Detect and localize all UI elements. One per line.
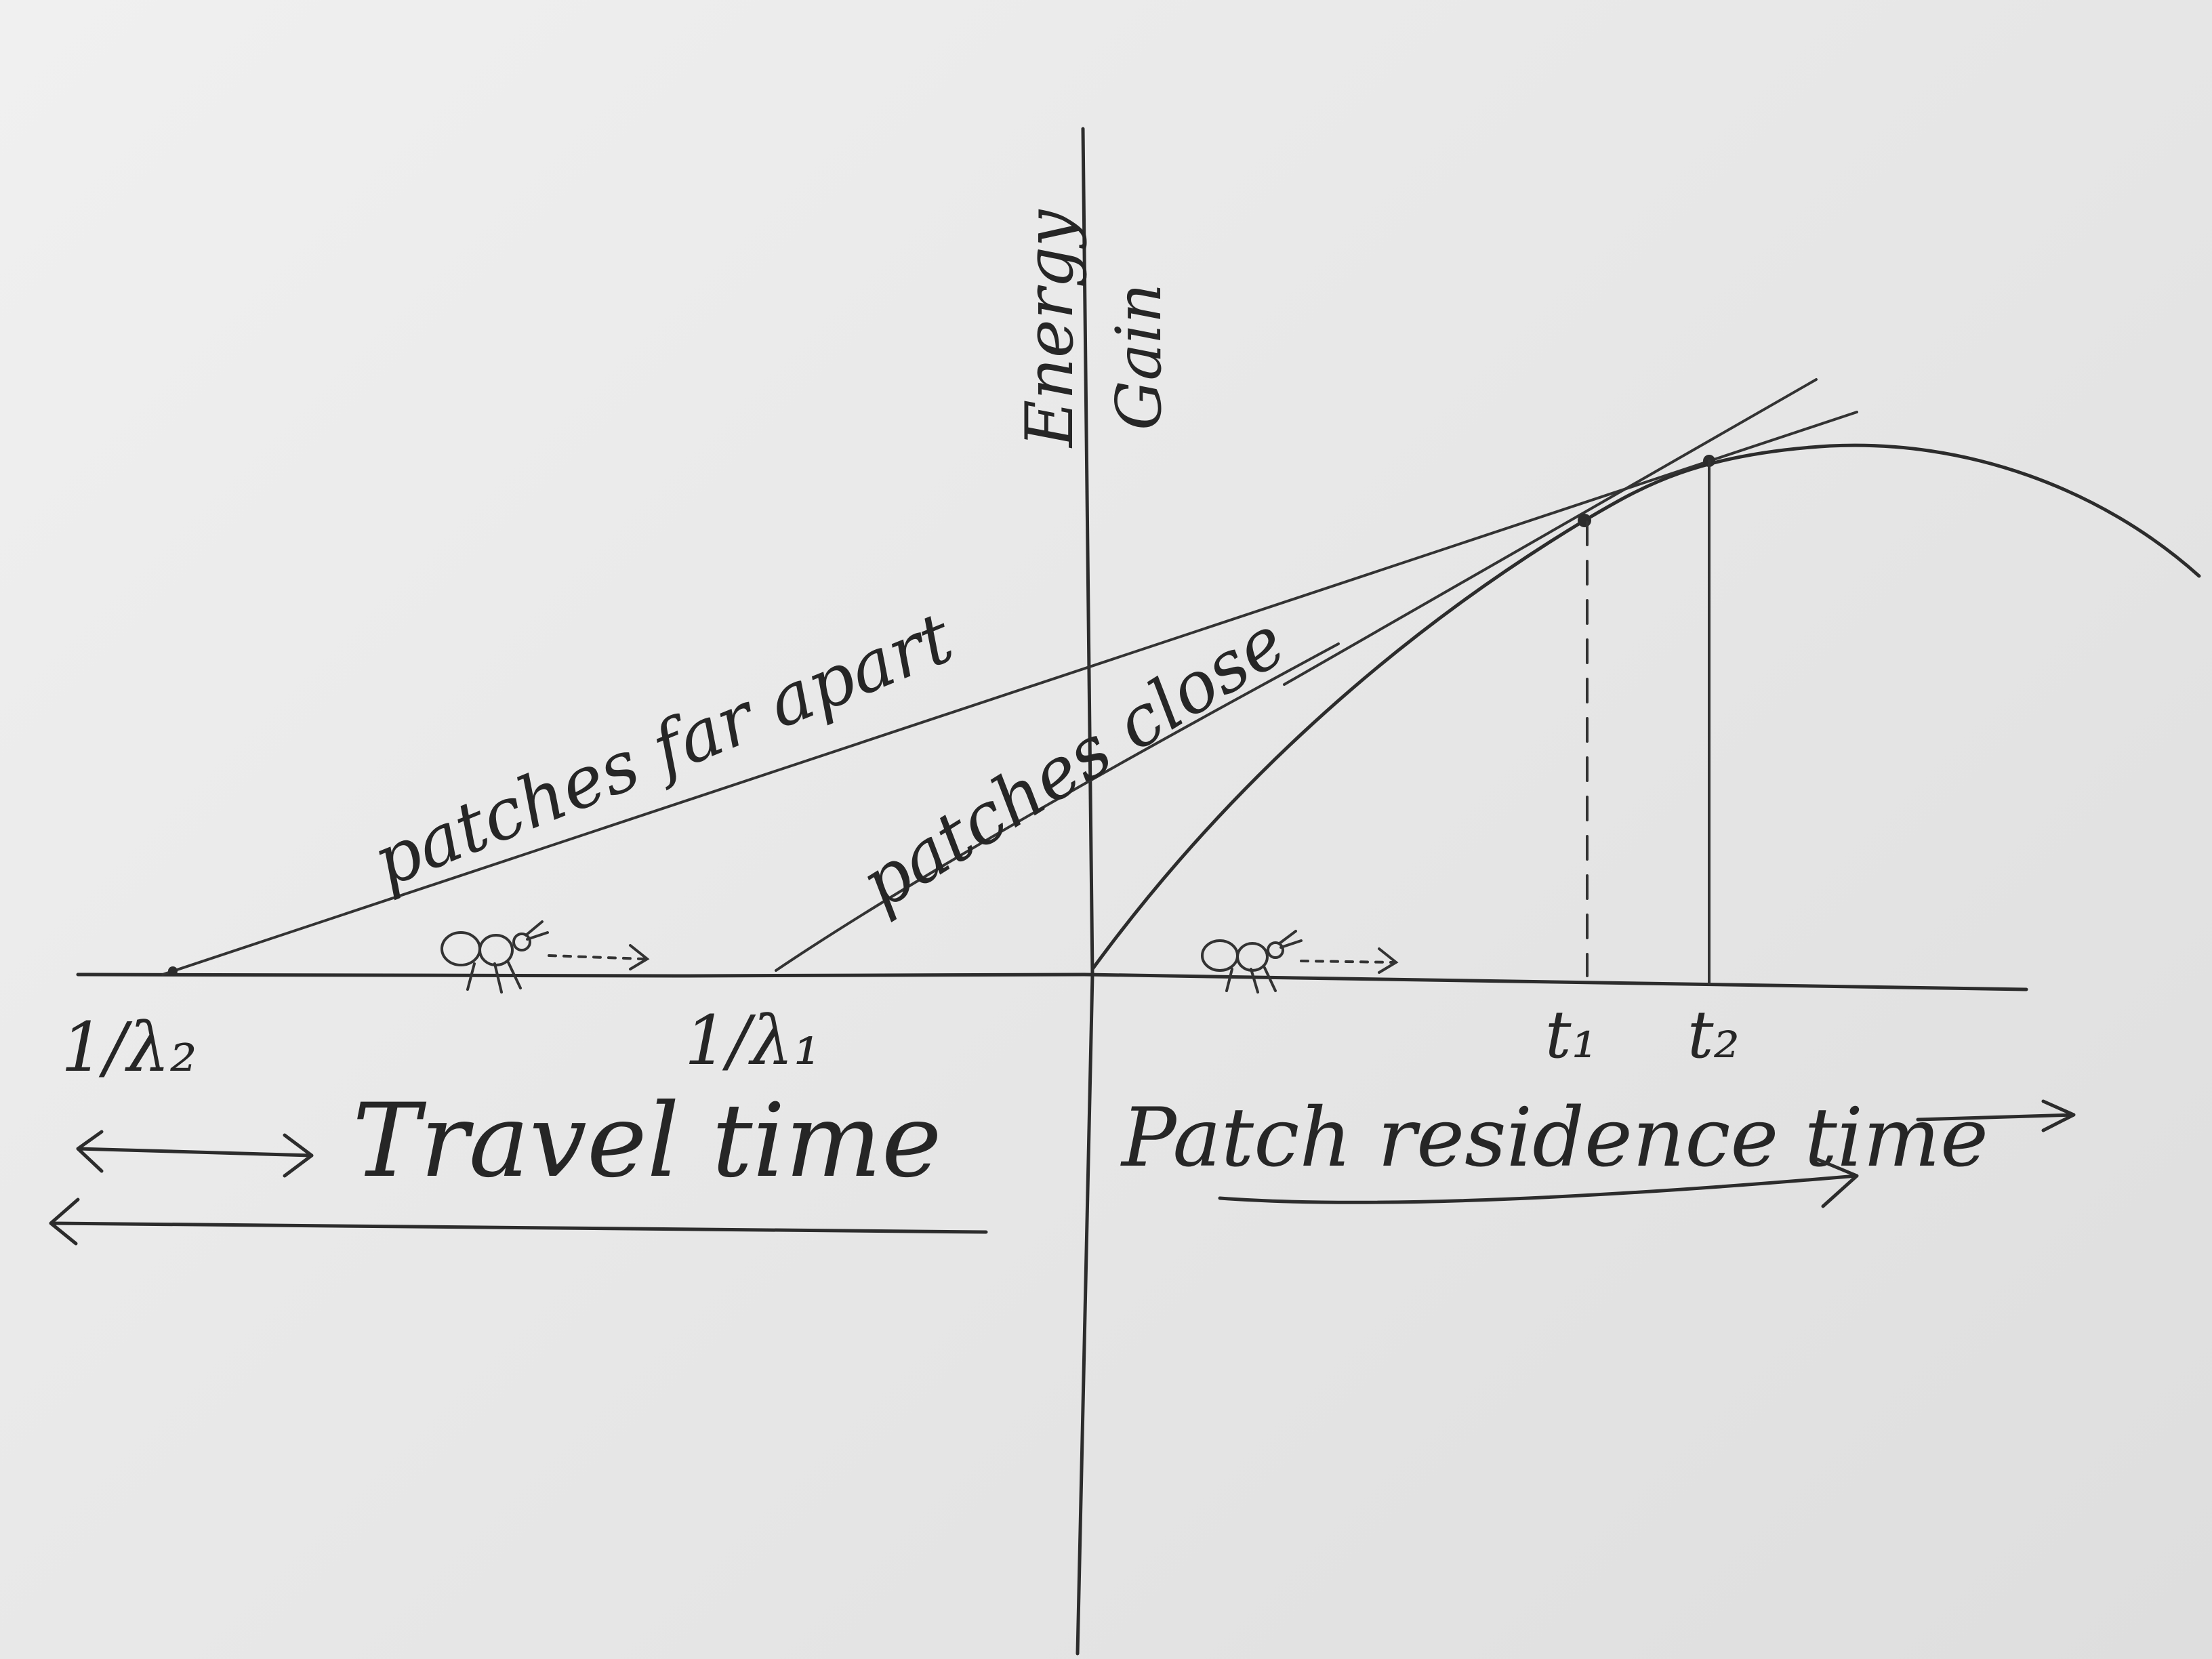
y-axis-label-gain: Gain xyxy=(1103,283,1175,430)
ant-icon xyxy=(441,920,549,994)
dotted-arrowhead-left xyxy=(629,944,650,970)
gain-curve xyxy=(1090,443,2201,971)
tangent-far-apart xyxy=(161,411,1858,976)
residence-long-arrow xyxy=(1218,1157,1859,1208)
dotted-arrow-left xyxy=(548,954,645,960)
residence-time-label: Patch residence time xyxy=(1120,1091,1988,1185)
tick-label-t1: t₁ xyxy=(1545,997,1597,1073)
dotted-arrow-right xyxy=(1300,960,1394,964)
tick-label-t2: t₂ xyxy=(1687,997,1740,1073)
x-axis xyxy=(76,972,2028,991)
tangent-close xyxy=(775,642,1340,972)
dotted-arrowhead-right xyxy=(1378,947,1399,974)
tick-label-one-over-lambda2: 1/λ₂ xyxy=(61,1008,197,1087)
travel-long-arrow xyxy=(49,1197,988,1246)
ant-icon xyxy=(1201,930,1303,994)
origin-mark xyxy=(168,966,178,976)
tick-label-one-over-lambda1: 1/λ₁ xyxy=(684,1001,821,1080)
tangent-point-t1 xyxy=(1578,514,1591,527)
travel-time-label: Travel time xyxy=(352,1082,942,1200)
tangent-close-extended xyxy=(1283,378,1818,686)
travel-short-double-arrow xyxy=(76,1130,314,1178)
residence-right-arrow xyxy=(1916,1099,2076,1132)
y-axis-label-energy: Energy xyxy=(1012,209,1088,449)
y-axis xyxy=(1076,127,1094,1656)
